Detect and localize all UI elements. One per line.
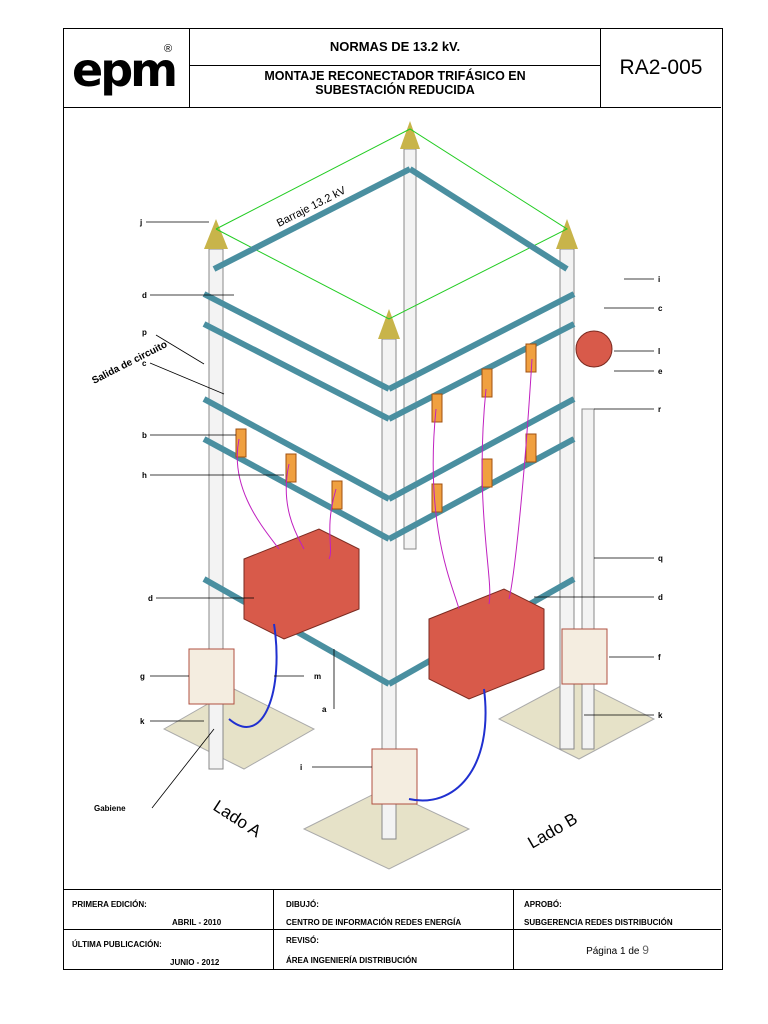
callout-k1: k [140, 717, 145, 726]
technical-drawing: Barraje 13.2 kV Salida de circuito Lado … [64, 109, 721, 887]
ground-pad-left [162, 688, 316, 770]
drawing-title-line2: SUBESTACIÓN REDUCIDA [315, 83, 475, 97]
ground-pad-right [497, 678, 656, 760]
drawing-code: RA2-005 [619, 56, 703, 79]
first-edition-label: PRIMERA EDICIÓN: [72, 900, 147, 909]
norm-title: NORMAS DE 13.2 kV. [190, 29, 600, 66]
side-b-label: Lado B [525, 809, 581, 852]
callout-d2: d [148, 594, 153, 603]
cable-b [408, 688, 487, 802]
pole-top-left [204, 219, 228, 249]
control-box-g [188, 648, 235, 705]
callout-a1: a [322, 705, 327, 714]
registered-mark: ® [164, 43, 173, 55]
approved-by-cell: APROBÓ: SUBGERENCIA REDES DISTRIBUCIÓN [514, 890, 721, 930]
pole-top-front [378, 309, 400, 339]
callout-k2: k [658, 711, 663, 720]
callout-f: f [658, 653, 661, 662]
callout-b: b [142, 431, 147, 440]
callout-q: q [658, 554, 663, 563]
cable-a [228, 623, 278, 728]
callout-p: p [142, 328, 147, 337]
callout-d1: d [142, 291, 147, 300]
recloser-tank-b [428, 588, 545, 700]
transformer [575, 330, 613, 368]
approved-by-value: SUBGERENCIA REDES DISTRIBUCIÓN [524, 918, 673, 927]
callout-i2: i [658, 275, 660, 284]
callout-r: r [658, 405, 661, 414]
callout-e: e [658, 367, 663, 376]
control-box-i [371, 748, 418, 805]
pole-top-back [400, 121, 420, 149]
control-box-f [561, 628, 608, 685]
gabiene-label: Gabiene [94, 804, 126, 813]
magenta-wiring [236, 358, 533, 610]
last-publication-cell: ÚLTIMA PUBLICACIÓN: JUNIO - 2012 [64, 930, 274, 970]
epm-logo: epm [72, 43, 178, 97]
first-edition-value: ABRIL - 2010 [172, 918, 222, 927]
callout-l: l [658, 347, 660, 356]
leader-lines [146, 221, 654, 809]
drawn-by-cell: DIBUJÓ: CENTRO DE INFORMACIÓN REDES ENER… [274, 890, 514, 930]
drawn-by-label: DIBUJÓ: [286, 900, 319, 909]
callout-h: h [142, 471, 147, 480]
title-cell: NORMAS DE 13.2 kV. MONTAJE RECONECTADOR … [190, 29, 601, 107]
substation-illustration: Barraje 13.2 kV Salida de circuito Lado … [90, 121, 663, 870]
drawing-title-line1: MONTAJE RECONECTADOR TRIFÁSICO EN [264, 69, 526, 83]
logo-cell: epm ® [64, 29, 190, 107]
last-publication-value: JUNIO - 2012 [170, 958, 220, 967]
page-number-cell: Página 1 de 9 [514, 930, 721, 970]
reviewed-by-value: ÁREA INGENIERÍA DISTRIBUCIÓN [286, 956, 417, 965]
callout-g: g [140, 672, 145, 681]
callout-d3: d [658, 593, 663, 602]
callout-c1: c [142, 359, 147, 368]
pole-extra [581, 408, 595, 750]
drawing-title: MONTAJE RECONECTADOR TRIFÁSICO EN SUBEST… [190, 69, 600, 97]
last-publication-label: ÚLTIMA PUBLICACIÓN: [72, 940, 162, 949]
title-block: epm ® NORMAS DE 13.2 kV. MONTAJE RECONEC… [64, 29, 721, 108]
page-number-text: Página 1 de [586, 946, 640, 957]
approved-by-label: APROBÓ: [524, 900, 562, 909]
callout-m: m [314, 672, 321, 681]
pole-top-right [556, 219, 578, 249]
callout-c2: c [658, 304, 663, 313]
revision-block: PRIMERA EDICIÓN: ABRIL - 2010 DIBUJÓ: CE… [64, 889, 721, 970]
switches [235, 343, 537, 513]
page-total: 9 [642, 943, 649, 957]
side-a-label: Lado A [210, 796, 265, 841]
callout-j: j [139, 218, 142, 227]
top-frame [215, 128, 569, 320]
first-edition-cell: PRIMERA EDICIÓN: ABRIL - 2010 [64, 890, 274, 930]
drawn-by-value: CENTRO DE INFORMACIÓN REDES ENERGÍA [286, 918, 462, 927]
callout-i1: i [300, 763, 302, 772]
reviewed-by-cell: REVISÓ: ÁREA INGENIERÍA DISTRIBUCIÓN [274, 930, 514, 970]
reviewed-by-label: REVISÓ: [286, 936, 319, 945]
exit-label: Salida de circuito [90, 339, 169, 386]
recloser-tank-a [243, 528, 360, 640]
callout-letters: j d p c b h d g m k a i i c l e r q d f [139, 218, 663, 772]
drawing-sheet: epm ® NORMAS DE 13.2 kV. MONTAJE RECONEC… [63, 28, 723, 970]
